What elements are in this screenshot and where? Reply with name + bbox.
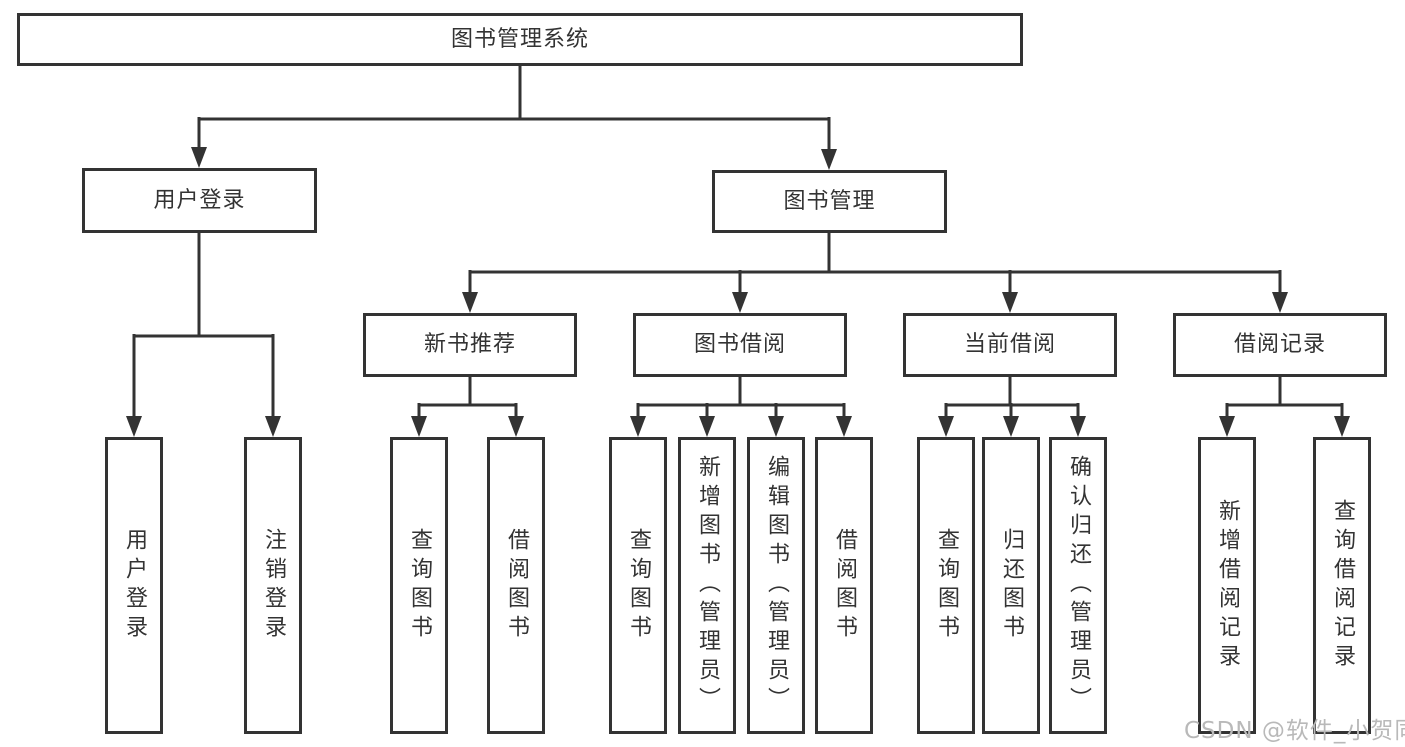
leaf-label: 确认归还（管理员） xyxy=(1066,455,1091,716)
leaf-label: 借阅图书 xyxy=(832,527,857,644)
node-label: 借阅记录 xyxy=(1233,332,1326,357)
csdn-watermark: CSDN @软件_小贺同学 xyxy=(1184,718,1405,744)
node-library-management-system: 图书管理系统 xyxy=(17,13,1023,66)
leaf-user-login: 用户登录 xyxy=(105,437,163,734)
node-label: 图书管理系统 xyxy=(450,26,589,52)
node-label: 新书推荐 xyxy=(423,332,516,357)
leaf-edit-books-admin: 编辑图书（管理员） xyxy=(747,437,805,734)
leaf-add-borrow-record: 新增借阅记录 xyxy=(1198,437,1256,734)
leaf-label: 查询图书 xyxy=(626,527,651,644)
leaf-borrow-books: 借阅图书 xyxy=(487,437,545,734)
leaf-logout: 注销登录 xyxy=(244,437,302,734)
leaf-label: 注销登录 xyxy=(261,527,286,644)
leaf-label: 查询借阅记录 xyxy=(1330,498,1355,673)
leaf-add-books-admin: 新增图书（管理员） xyxy=(678,437,736,734)
leaf-query-borrow-record: 查询借阅记录 xyxy=(1313,437,1371,734)
leaf-confirm-return-admin: 确认归还（管理员） xyxy=(1049,437,1107,734)
leaf-label: 新增图书（管理员） xyxy=(695,455,720,716)
node-label: 用户登录 xyxy=(153,187,246,213)
node-label: 图书管理 xyxy=(783,188,876,214)
node-borrowing-records: 借阅记录 xyxy=(1173,313,1387,377)
leaf-label: 查询图书 xyxy=(407,527,432,644)
leaf-query-books: 查询图书 xyxy=(390,437,448,734)
leaf-label: 编辑图书（管理员） xyxy=(764,455,789,716)
node-new-book-recommendation: 新书推荐 xyxy=(363,313,577,377)
leaf-label: 借阅图书 xyxy=(504,527,529,644)
node-book-borrowing: 图书借阅 xyxy=(633,313,847,377)
leaf-query-books: 查询图书 xyxy=(917,437,975,734)
leaf-query-books: 查询图书 xyxy=(609,437,667,734)
node-label: 图书借阅 xyxy=(693,332,786,357)
node-user-login: 用户登录 xyxy=(82,168,317,233)
leaf-label: 查询图书 xyxy=(934,527,959,644)
node-label: 当前借阅 xyxy=(963,332,1056,357)
leaf-label: 归还图书 xyxy=(999,527,1024,644)
node-book-management: 图书管理 xyxy=(712,170,947,233)
leaf-label: 用户登录 xyxy=(122,527,147,644)
leaf-label: 新增借阅记录 xyxy=(1215,498,1240,673)
leaf-return-books: 归还图书 xyxy=(982,437,1040,734)
leaf-borrow-books: 借阅图书 xyxy=(815,437,873,734)
node-current-borrowing: 当前借阅 xyxy=(903,313,1117,377)
